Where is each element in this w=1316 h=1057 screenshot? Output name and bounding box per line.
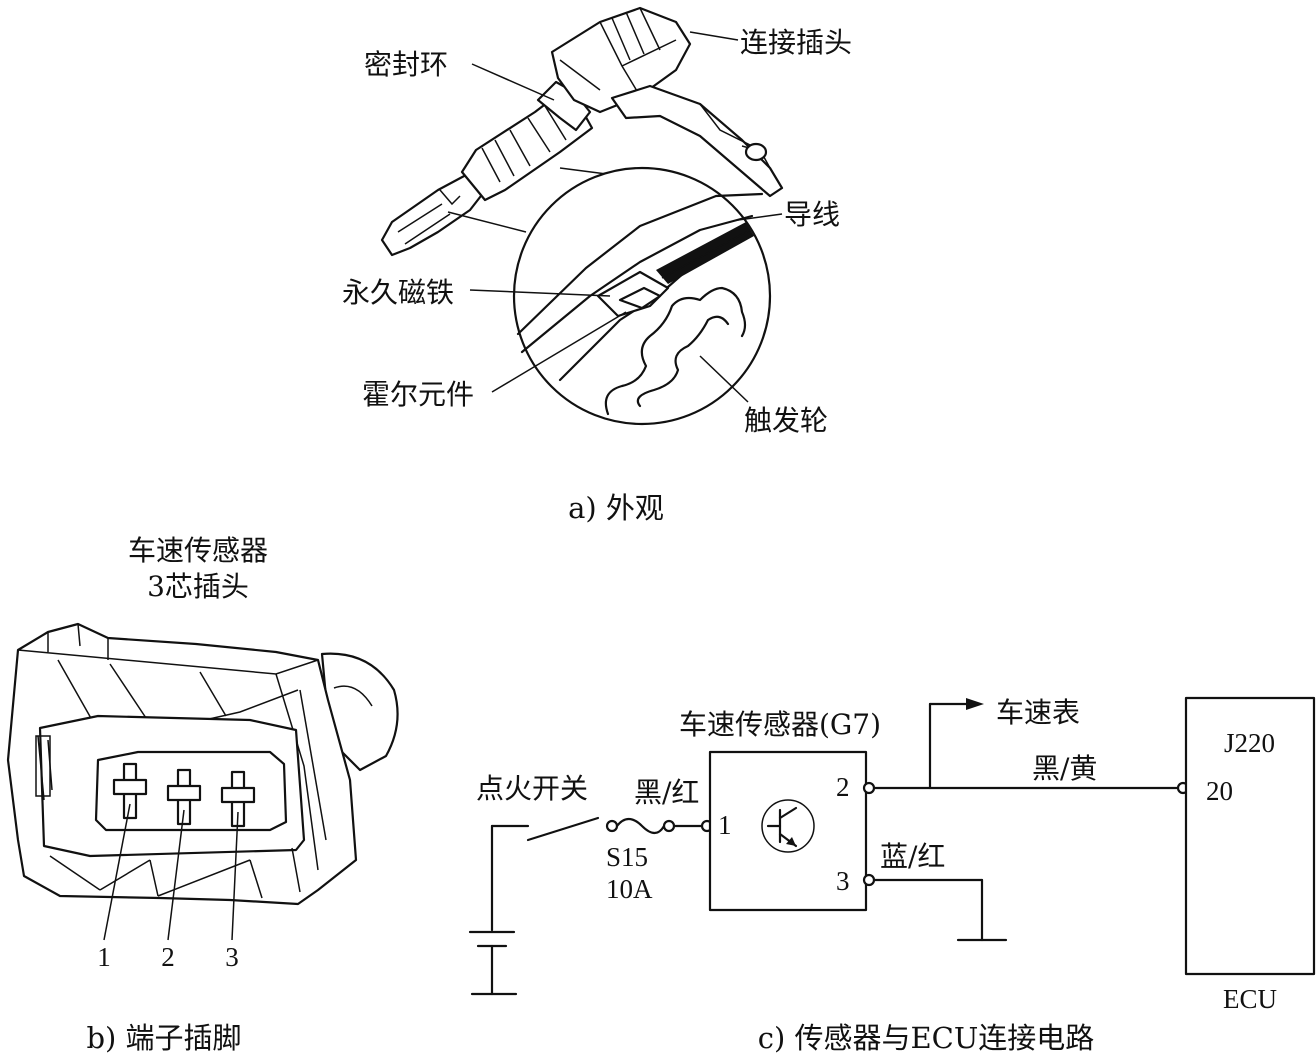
connector-pin-3: 3 [225,942,239,972]
circuit-diagram [468,696,1316,996]
sensor-title: 车速传感器(G7) [679,708,881,741]
caption-b: b) 端子插脚 [86,1021,241,1055]
connector-pin-1: 1 [97,942,111,972]
label-permanent-magnet: 永久磁铁 [342,276,454,309]
fuse-terminal-left [605,819,619,833]
label-seal-ring: 密封环 [364,48,448,81]
ecu-label: ECU [1223,984,1277,1014]
label-connector-plug: 连接插头 [740,26,852,59]
speedometer-arrow [966,698,984,710]
connector-title-line1: 车速传感器 [128,534,268,567]
sensor-pin-3-label: 3 [836,866,850,896]
wire-color-black-yellow: 黑/黄 [1032,752,1097,785]
label-trigger-wheel: 触发轮 [744,404,828,437]
caption-c: c) 传感器与ECU连接电路 [758,1021,1095,1055]
caption-a: a) 外观 [568,491,664,525]
wire-color-black-red: 黑/红 [634,776,699,809]
fuse-symbol [615,817,666,835]
ignition-switch-label: 点火开关 [476,772,588,805]
sensor-appearance-drawing [380,6,784,426]
label-hall-element: 霍尔元件 [362,378,474,411]
sensor-pin-1-label: 1 [718,810,732,840]
sensor-terminal-3 [862,873,876,887]
connector-pin-1-shape [112,762,148,820]
connector-pin-2: 2 [161,942,175,972]
speedometer-label: 车速表 [996,696,1080,729]
ecu-box [1184,696,1316,976]
ignition-switch-blade [526,816,600,842]
ecu-pin-label: 20 [1206,776,1233,806]
ecu-code: J220 [1224,728,1275,758]
sensor-pin-2-label: 2 [836,772,850,802]
fuse-name: S15 [606,842,648,872]
speed-sensor-box [708,750,868,912]
figure-a-leaders [469,31,783,403]
label-wire: 导线 [784,198,840,231]
sensor-terminal-2 [862,781,876,795]
fuse-terminal-right [662,819,676,833]
transistor-circle [761,799,815,853]
connector-title-line2: 3芯插头 [147,570,249,603]
connector-drawing [6,622,399,941]
connector-pin-2-shape [166,768,202,826]
fuse-rating: 10A [606,874,653,904]
connector-pin-3-shape [220,770,256,828]
wire-color-blue-red: 蓝/红 [880,840,945,873]
